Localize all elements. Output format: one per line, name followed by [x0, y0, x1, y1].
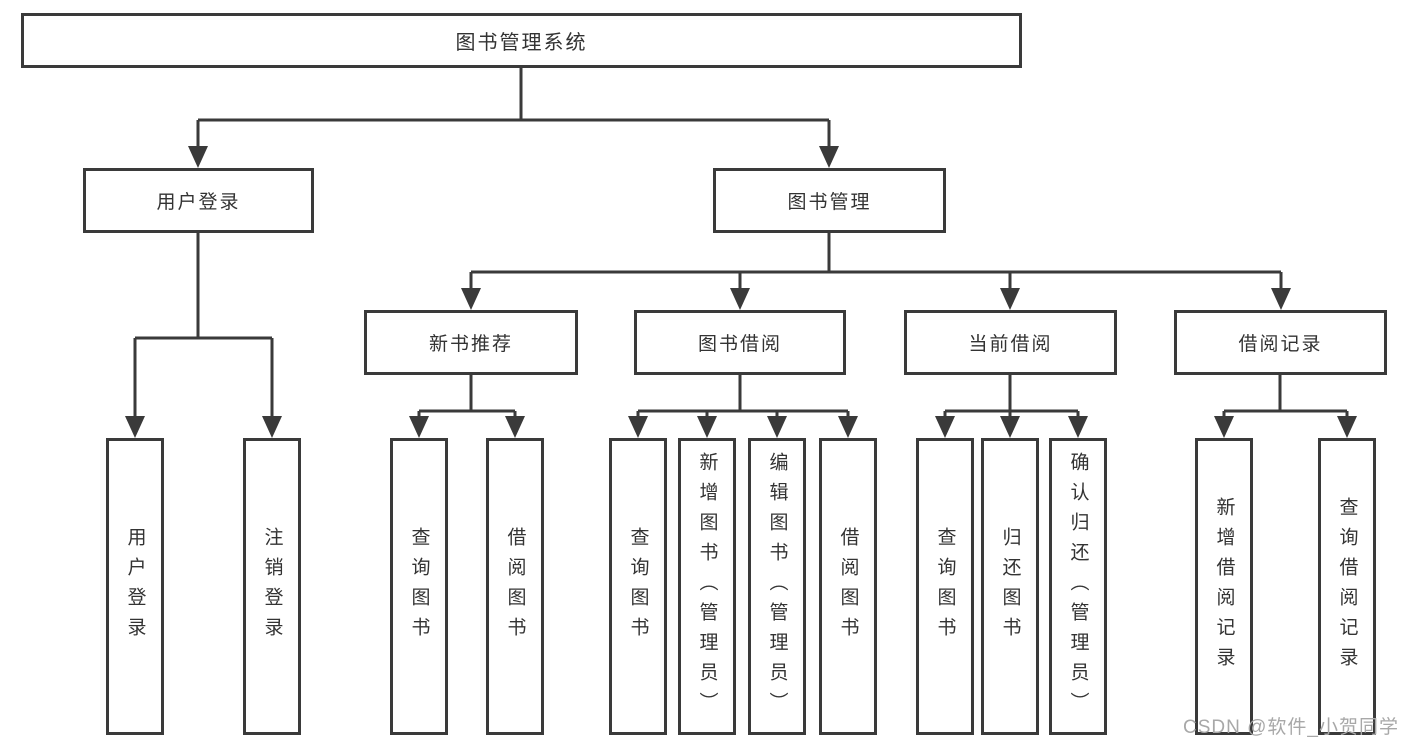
leaf-borrow-books-2: 借阅图书	[819, 438, 877, 735]
node-label: 图书借阅	[697, 334, 782, 355]
leaf-label: 查询图书	[627, 526, 649, 647]
leaf-add-borrow-record: 新增借阅记录	[1195, 438, 1253, 735]
leaf-label: 查询图书	[408, 526, 430, 647]
leaf-add-book-admin: 新增图书（管理员）	[678, 438, 736, 735]
node-label: 图书管理系统	[455, 32, 588, 54]
leaf-label: 新增借阅记录	[1213, 496, 1235, 677]
leaf-edit-book-admin: 编辑图书（管理员）	[748, 438, 806, 735]
node-new-book-recommend: 新书推荐	[364, 310, 578, 375]
leaf-confirm-return-admin: 确认归还（管理员）	[1049, 438, 1107, 735]
leaf-label: 借阅图书	[504, 526, 526, 647]
node-label: 当前借阅	[968, 334, 1053, 355]
watermark: CSDN @软件_小贺同学	[1183, 717, 1399, 738]
leaf-borrow-books-1: 借阅图书	[486, 438, 544, 735]
leaf-label: 编辑图书（管理员）	[766, 451, 788, 722]
node-label: 新书推荐	[428, 334, 513, 355]
leaf-label: 确认归还（管理员）	[1067, 451, 1089, 722]
node-library-management-system: 图书管理系统	[21, 13, 1022, 68]
node-user-login: 用户登录	[83, 168, 314, 233]
node-borrow-records: 借阅记录	[1174, 310, 1387, 375]
leaf-label: 新增图书（管理员）	[696, 451, 718, 722]
node-current-borrow: 当前借阅	[904, 310, 1117, 375]
leaf-query-books-3: 查询图书	[916, 438, 974, 735]
leaf-query-borrow-record: 查询借阅记录	[1318, 438, 1376, 735]
leaf-label: 查询图书	[934, 526, 956, 647]
node-book-management: 图书管理	[713, 168, 946, 233]
leaf-user-login: 用户登录	[106, 438, 164, 735]
leaf-label: 借阅图书	[837, 526, 859, 647]
leaf-logout: 注销登录	[243, 438, 301, 735]
leaf-query-books-1: 查询图书	[390, 438, 448, 735]
leaf-label: 用户登录	[124, 526, 146, 647]
leaf-label: 注销登录	[261, 526, 283, 647]
node-label: 借阅记录	[1238, 334, 1323, 355]
leaf-query-books-2: 查询图书	[609, 438, 667, 735]
node-book-borrow: 图书借阅	[634, 310, 846, 375]
leaf-label: 归还图书	[999, 526, 1021, 647]
node-label: 图书管理	[787, 192, 872, 213]
node-label: 用户登录	[156, 192, 241, 213]
leaf-return-book: 归还图书	[981, 438, 1039, 735]
leaf-label: 查询借阅记录	[1336, 496, 1358, 677]
